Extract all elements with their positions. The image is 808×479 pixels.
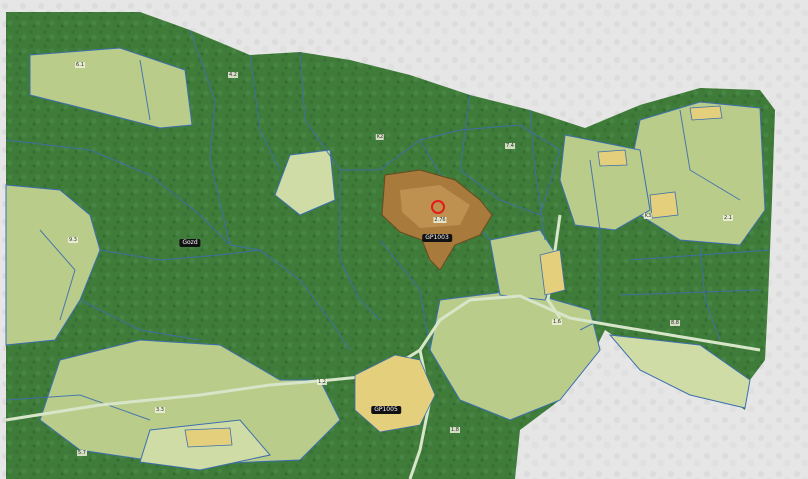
parcel-number: K2	[375, 134, 385, 140]
parcel-number: 2.76	[433, 217, 447, 223]
parcel-number: 1.8	[450, 427, 460, 433]
parcel-number: 4.2	[228, 72, 238, 78]
meadow-parcels	[5, 47, 766, 471]
parcel-number: 8.8	[670, 320, 680, 326]
parcel-label: GP1005	[371, 406, 401, 414]
parcel-number: 9.3	[68, 237, 78, 243]
parcel-number: 1.6	[552, 319, 562, 325]
parcel-number: K3	[643, 213, 653, 219]
area-label: Gozd	[179, 239, 201, 247]
parcel-number: 6.1	[75, 62, 85, 68]
parcel-label: GP1003	[422, 234, 452, 242]
circle-marker-icon[interactable]	[431, 200, 445, 214]
parcel-number: 3.3	[155, 407, 165, 413]
selected-parcel-highlight	[400, 185, 470, 228]
parcel-number: 1.2	[317, 379, 327, 385]
parcel-boundaries	[5, 29, 771, 421]
parcel-number: 5.7	[77, 450, 87, 456]
parcel-number: 7.4	[505, 143, 515, 149]
parcel-number: 2.1	[723, 215, 733, 221]
